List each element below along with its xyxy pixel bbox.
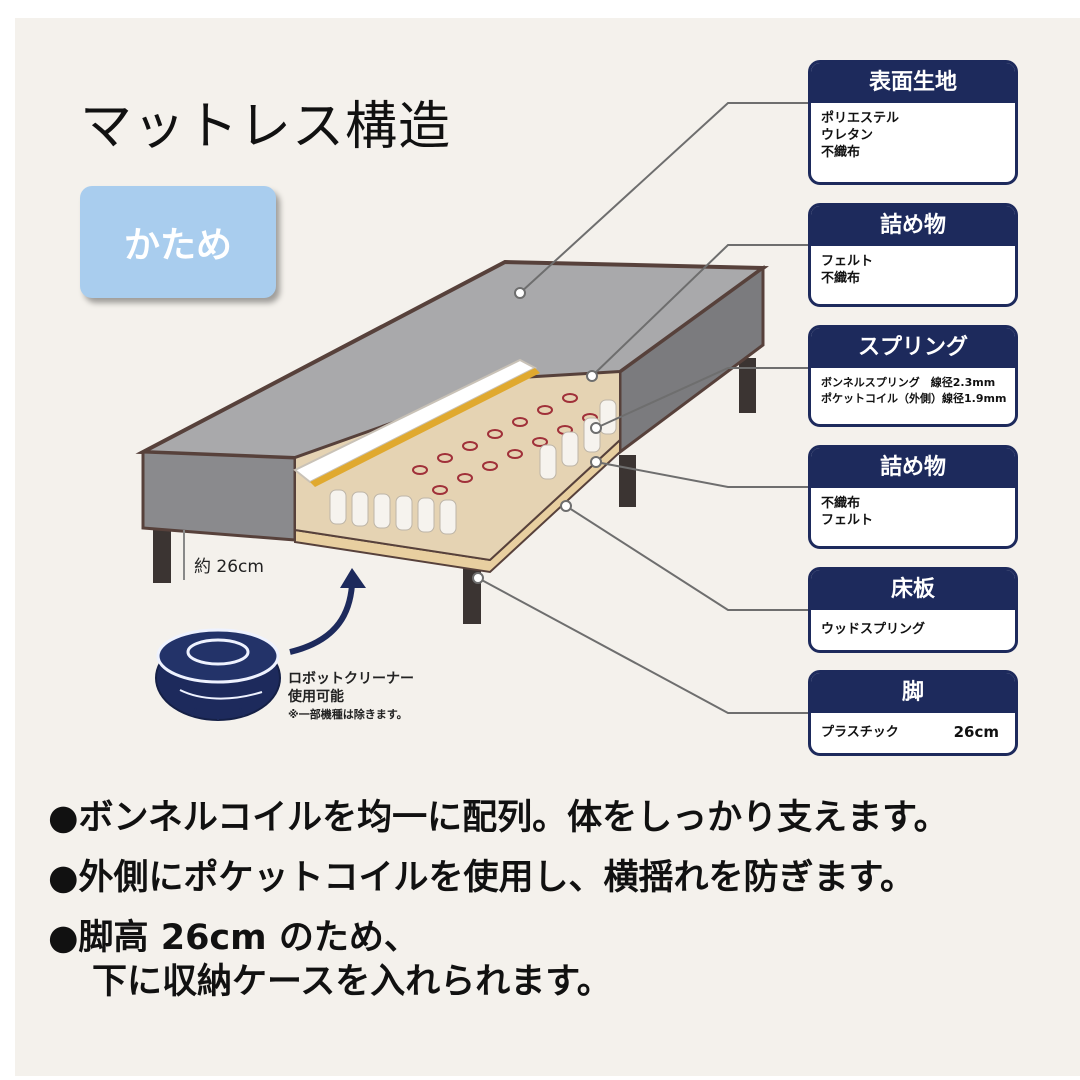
- part-line: ポリエステル: [821, 111, 900, 126]
- leader-floorboard: [565, 505, 808, 611]
- robot-caption-line2: 使用可能: [288, 689, 344, 705]
- feature-text: ●脚高 26cm のため、: [48, 918, 419, 958]
- feature-list: ●ボンネルコイルを均一に配列。体をしっかり支えます。 ●外側にポケットコイルを使…: [48, 796, 1078, 1020]
- robot-caption-line1: ロボットクリーナー: [288, 671, 414, 687]
- leader-spring: [595, 367, 808, 429]
- bed-leg-front-left: [153, 528, 171, 583]
- part-line: フェルト: [821, 513, 874, 528]
- mattress-front-face: [141, 450, 297, 542]
- robot-cleaner-icon: [155, 628, 281, 721]
- leader-surface: [519, 102, 808, 294]
- feature-item: ●脚高 26cm のため、 下に収納ケースを入れられます。: [48, 916, 1078, 1004]
- height-label: 約 26cm: [194, 557, 264, 577]
- part-line: フェルト: [821, 254, 874, 269]
- pocket-coils: [329, 399, 617, 535]
- page-title: マットレス構造: [80, 97, 452, 157]
- part-line: ボンネルスプリング 線径2.3mm: [821, 376, 996, 389]
- part-line: 不織布: [821, 145, 861, 160]
- part-body: ボンネルスプリング 線径2.3mm ポケットコイル（外側）線径1.9mm: [811, 368, 1015, 414]
- part-box-leg: 脚 プラスチック 26cm: [808, 670, 1018, 756]
- leader-dots: [472, 287, 602, 584]
- leg-material: プラスチック: [821, 725, 899, 740]
- part-box-filling-bottom: 詰め物 不織布 フェルト: [808, 445, 1018, 549]
- part-line: ポケットコイル（外側）線径1.9mm: [821, 392, 1007, 405]
- part-line: 不織布: [821, 496, 861, 511]
- part-body: 不織布 フェルト: [811, 488, 1015, 536]
- part-box-surface-fabric: 表面生地 ポリエステル ウレタン 不織布: [808, 60, 1018, 185]
- part-line: 不織布: [821, 271, 861, 286]
- part-row: プラスチック 26cm: [821, 724, 1005, 741]
- part-header: 脚: [811, 673, 1015, 713]
- leg-height: 26cm: [953, 723, 999, 741]
- part-body: ウッドスプリング: [811, 610, 1015, 645]
- bed-leg-middle: [619, 455, 636, 507]
- part-line: ウッドスプリング: [821, 622, 926, 637]
- bed-leg-back-right: [739, 358, 756, 413]
- part-header: 床板: [811, 570, 1015, 610]
- part-box-floorboard: 床板 ウッドスプリング: [808, 567, 1018, 653]
- part-header: 表面生地: [811, 63, 1015, 103]
- leader-lines: [477, 102, 808, 714]
- robot-caption: ロボットクリーナー 使用可能 ※一部機種は除きます。: [288, 670, 414, 724]
- firmness-badge: かため: [80, 186, 276, 298]
- robot-caption-note: ※一部機種は除きます。: [288, 708, 408, 721]
- part-box-spring: スプリング ボンネルスプリング 線径2.3mm ポケットコイル（外側）線径1.9…: [808, 325, 1018, 427]
- felt-layer-yellow: [310, 368, 540, 487]
- part-line: ウレタン: [821, 128, 874, 143]
- arrow-head: [340, 568, 366, 588]
- leader-filling-top: [591, 244, 808, 377]
- part-body: プラスチック 26cm: [811, 713, 1015, 748]
- part-header: 詰め物: [811, 448, 1015, 488]
- feature-text: ●外側にポケットコイルを使用し、横揺れを防ぎます。: [48, 858, 916, 898]
- part-header: スプリング: [811, 328, 1015, 368]
- feature-subtext: 下に収納ケースを入れられます。: [92, 962, 612, 1002]
- firmness-label: かため: [123, 225, 232, 266]
- part-header: 詰め物: [811, 206, 1015, 246]
- part-body: ポリエステル ウレタン 不織布: [811, 103, 1015, 168]
- leader-filling-bottom: [595, 461, 808, 488]
- part-body: フェルト 不織布: [811, 246, 1015, 294]
- leader-leg: [477, 577, 808, 714]
- feature-item: ●ボンネルコイルを均一に配列。体をしっかり支えます。: [48, 796, 1078, 840]
- feature-item: ●外側にポケットコイルを使用し、横揺れを防ぎます。: [48, 856, 1078, 900]
- feature-text: ●ボンネルコイルを均一に配列。体をしっかり支えます。: [48, 798, 949, 838]
- arrow-curve: [289, 584, 355, 655]
- part-box-filling-top: 詰め物 フェルト 不織布: [808, 203, 1018, 307]
